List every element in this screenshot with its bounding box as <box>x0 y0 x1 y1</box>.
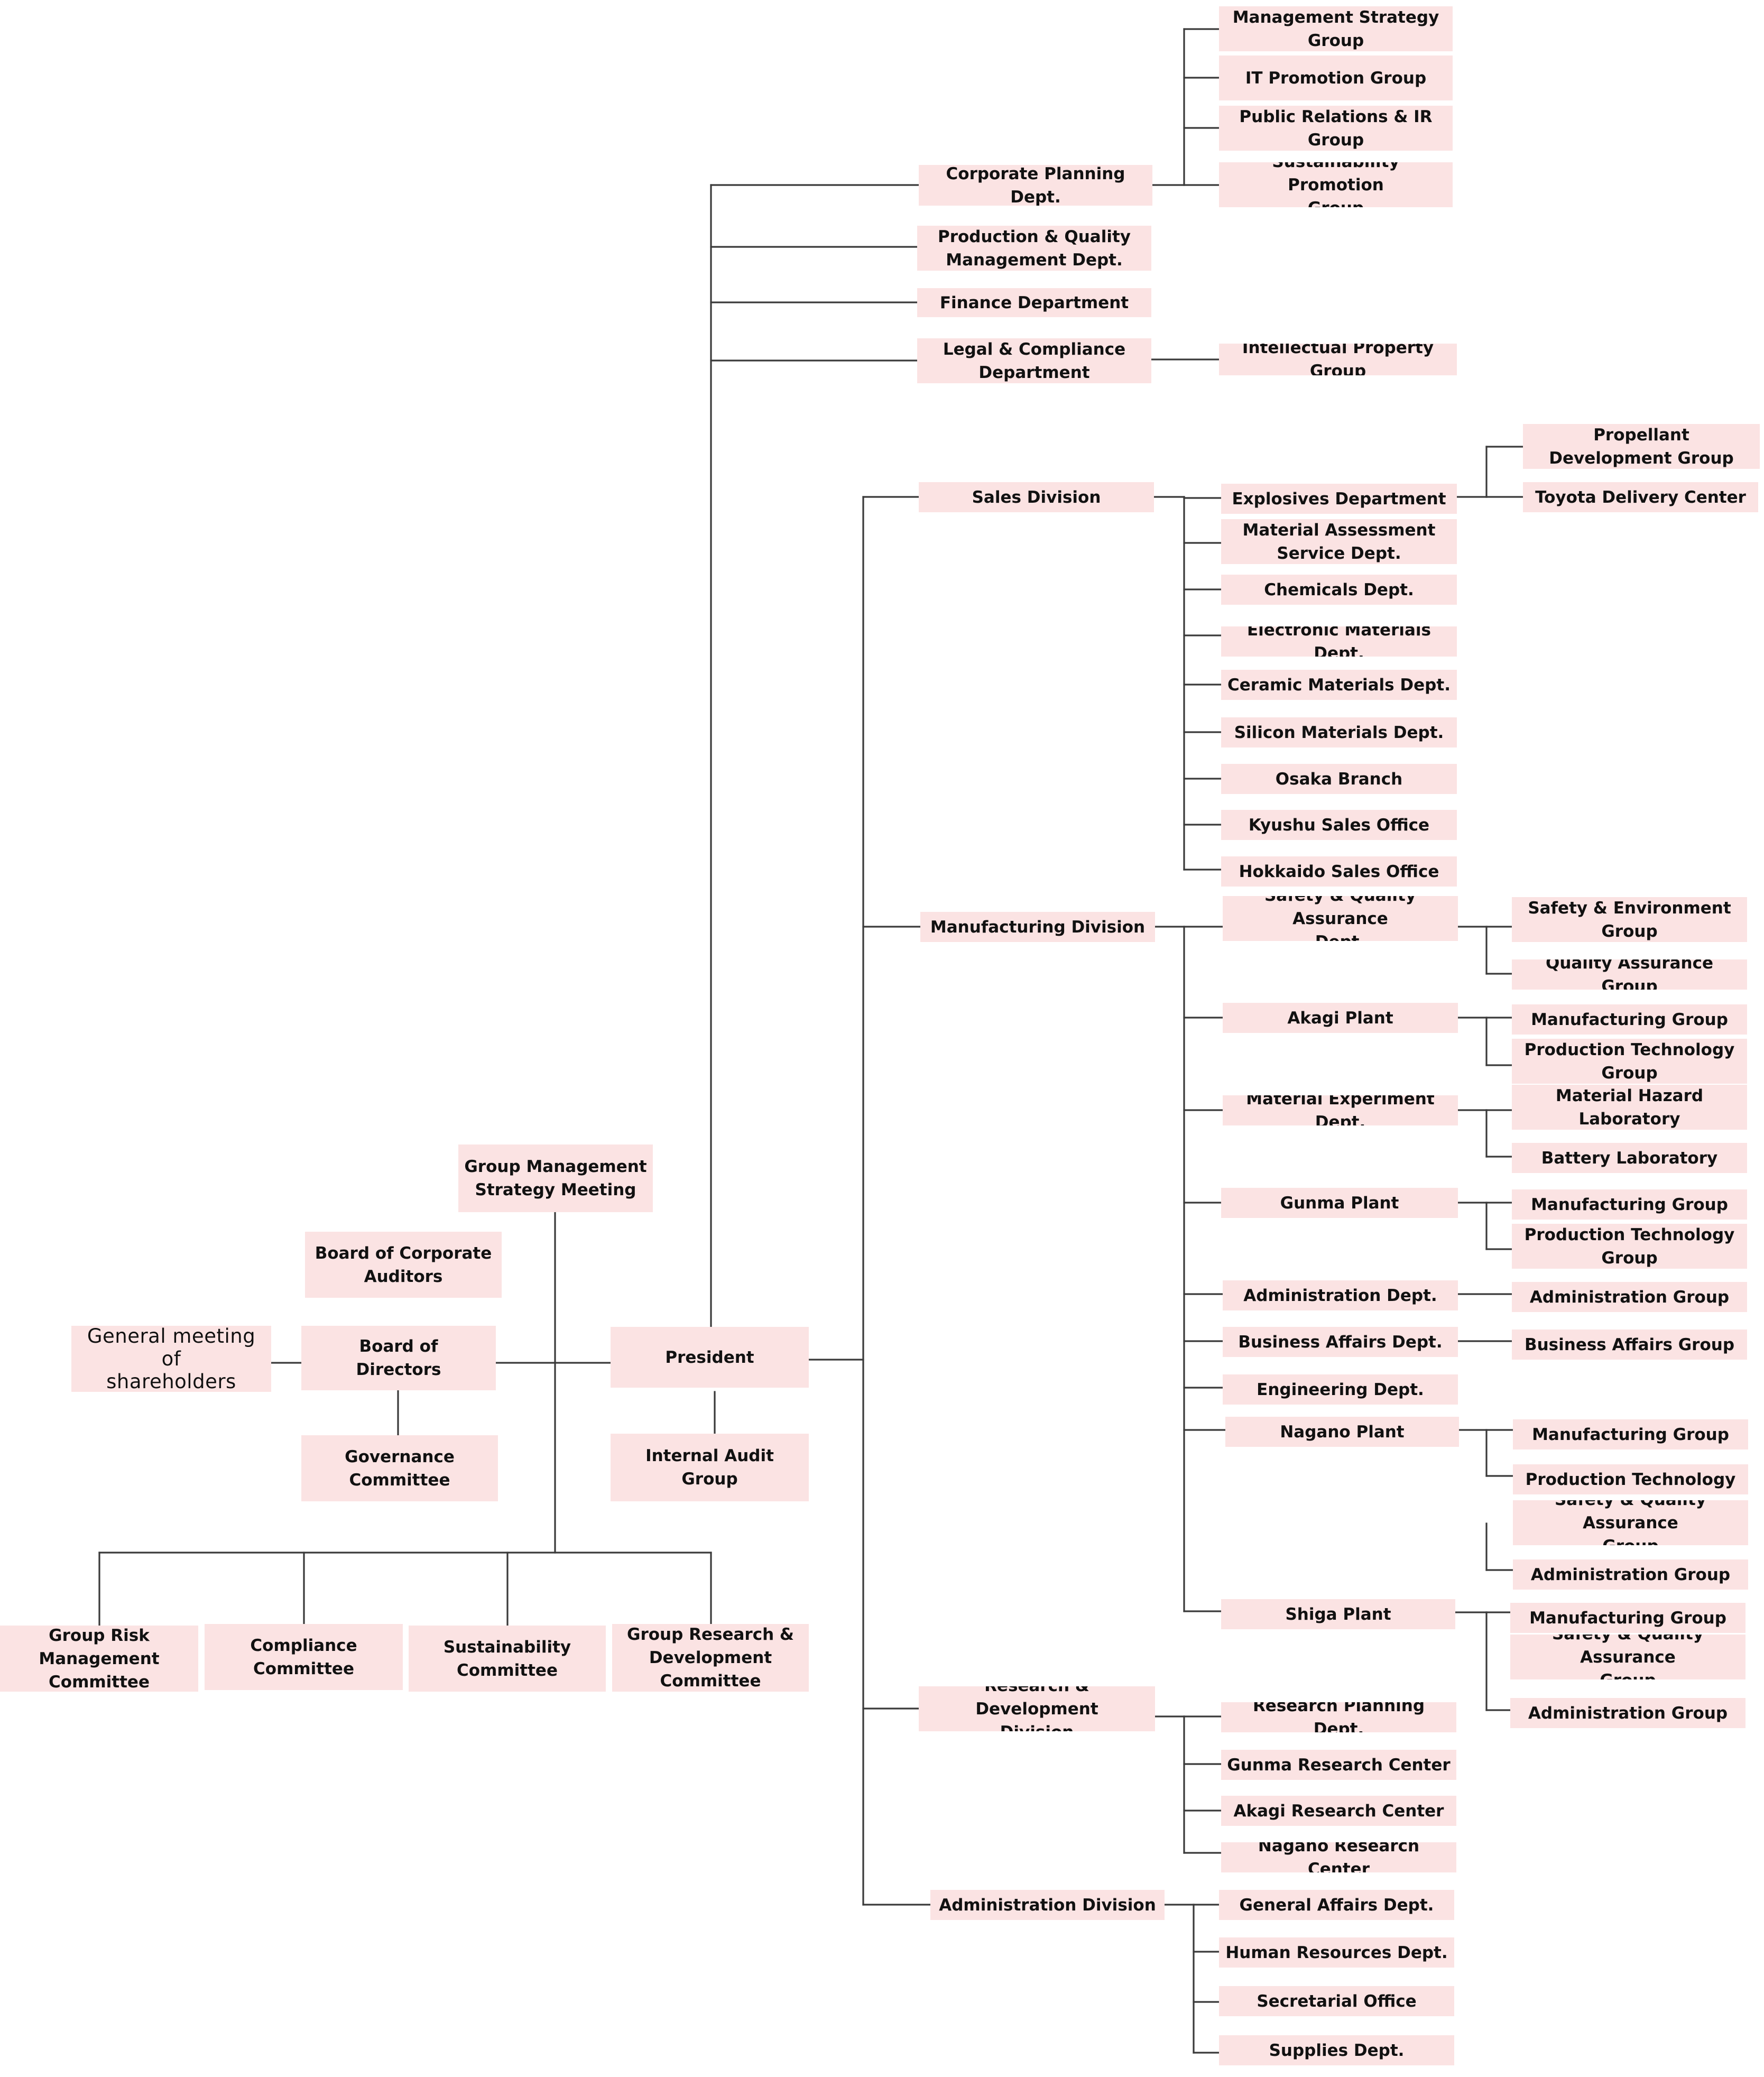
group-risk-management-committee-node: Group Risk Management Committee <box>0 1626 198 1692</box>
administration-division-node: Administration Division <box>930 1890 1165 1920</box>
administration-group-node: Administration Group <box>1512 1282 1747 1312</box>
ceramic-materials-dept-node: Ceramic Materials Dept. <box>1221 670 1457 700</box>
secretarial-office-node: Secretarial Office <box>1219 1986 1454 2016</box>
board-of-directors-node: Board of Directors <box>301 1326 496 1390</box>
material-experiment-dept-node: Material Experiment Dept. <box>1223 1095 1458 1125</box>
hokkaido-sales-office-node: Hokkaido Sales Office <box>1221 856 1457 887</box>
legal-compliance-department-node: Legal & Compliance Department <box>917 338 1151 383</box>
supplies-dept-node: Supplies Dept. <box>1219 2035 1454 2065</box>
engineering-dept-node: Engineering Dept. <box>1223 1374 1458 1405</box>
gunma-plant-node: Gunma Plant <box>1221 1188 1458 1218</box>
shareholders-meeting-node: General meeting of shareholders <box>71 1326 271 1392</box>
internal-audit-group-node: Internal Audit Group <box>611 1434 809 1501</box>
corporate-planning-dept-node: Corporate Planning Dept. <box>919 165 1152 206</box>
gunma-manufacturing-group-node: Manufacturing Group <box>1512 1189 1747 1220</box>
research-planning-dept-node: Research Planning Dept. <box>1221 1702 1456 1732</box>
administration-dept-node: Administration Dept. <box>1223 1280 1458 1310</box>
compliance-committee-node: Compliance Committee <box>205 1624 403 1690</box>
group-rd-committee-node: Group Research & Development Committee <box>612 1624 809 1692</box>
nagano-research-center-node: Nagano Research Center <box>1221 1842 1456 1872</box>
president-node: President <box>611 1327 809 1388</box>
manufacturing-division-node: Manufacturing Division <box>920 912 1155 942</box>
battery-laboratory-node: Battery Laboratory <box>1512 1143 1747 1173</box>
group-management-strategy-meeting-node: Group Management Strategy Meeting <box>458 1144 653 1212</box>
nagano-manufacturing-group-node: Manufacturing Group <box>1513 1419 1748 1450</box>
governance-committee-node: Governance Committee <box>301 1435 498 1501</box>
kyushu-sales-office-node: Kyushu Sales Office <box>1221 810 1457 840</box>
chemicals-dept-node: Chemicals Dept. <box>1221 575 1457 605</box>
safety-qa-dept-node: Safety & Quality Assurance Dept. <box>1223 896 1458 941</box>
propellant-development-group-node: Propellant Development Group <box>1523 424 1760 469</box>
material-assessment-service-dept-node: Material Assessment Service Dept. <box>1221 519 1457 564</box>
material-hazard-laboratory-node: Material Hazard Laboratory <box>1512 1085 1747 1130</box>
nagano-safety-qa-group-node: Safety & Quality Assurance Group <box>1513 1500 1748 1545</box>
shiga-plant-node: Shiga Plant <box>1221 1599 1455 1629</box>
shiga-safety-qa-group-node: Safety & Quality Assurance Group <box>1510 1635 1745 1679</box>
rd-division-node: Research & Development Division <box>919 1686 1155 1731</box>
sustainability-committee-node: Sustainability Committee <box>409 1626 606 1692</box>
human-resources-dept-node: Human Resources Dept. <box>1219 1937 1454 1968</box>
akagi-manufacturing-group-node: Manufacturing Group <box>1512 1004 1747 1035</box>
shiga-manufacturing-group-node: Manufacturing Group <box>1510 1603 1745 1633</box>
it-promotion-group-node: IT Promotion Group <box>1219 56 1453 100</box>
silicon-materials-dept-node: Silicon Materials Dept. <box>1221 717 1457 747</box>
akagi-plant-node: Akagi Plant <box>1223 1003 1458 1033</box>
finance-department-node: Finance Department <box>917 288 1151 317</box>
nagano-administration-group-node: Administration Group <box>1513 1559 1748 1590</box>
nagano-production-technology-node: Production Technology <box>1513 1464 1748 1494</box>
intellectual-property-group-node: Intellectual Property Group <box>1219 344 1457 375</box>
toyota-delivery-center-node: Toyota Delivery Center <box>1523 482 1758 512</box>
management-strategy-group-node: Management Strategy Group <box>1219 6 1453 51</box>
quality-assurance-group-node: Quality Assurance Group <box>1512 959 1747 990</box>
gunma-production-technology-group-node: Production Technology Group <box>1512 1224 1747 1269</box>
board-of-corporate-auditors-node: Board of Corporate Auditors <box>305 1232 502 1298</box>
production-quality-mgmt-dept-node: Production & Quality Management Dept. <box>917 226 1151 271</box>
akagi-research-center-node: Akagi Research Center <box>1221 1796 1456 1826</box>
electronic-materials-dept-node: Electronic Materials Dept. <box>1221 626 1457 657</box>
sales-division-node: Sales Division <box>919 482 1154 512</box>
explosives-department-node: Explosives Department <box>1221 484 1457 514</box>
safety-environment-group-node: Safety & Environment Group <box>1512 897 1747 942</box>
pr-ir-group-node: Public Relations & IR Group <box>1219 106 1453 151</box>
business-affairs-group-node: Business Affairs Group <box>1512 1330 1747 1360</box>
osaka-branch-node: Osaka Branch <box>1221 764 1457 794</box>
general-affairs-dept-node: General Affairs Dept. <box>1219 1890 1454 1920</box>
nagano-plant-node: Nagano Plant <box>1225 1417 1459 1447</box>
gunma-research-center-node: Gunma Research Center <box>1221 1750 1456 1780</box>
shiga-administration-group-node: Administration Group <box>1510 1698 1745 1728</box>
akagi-production-technology-group-node: Production Technology Group <box>1512 1039 1747 1084</box>
sustainability-promotion-group-node: Sustainability Promotion Group <box>1219 162 1453 207</box>
business-affairs-dept-node: Business Affairs Dept. <box>1223 1327 1458 1357</box>
